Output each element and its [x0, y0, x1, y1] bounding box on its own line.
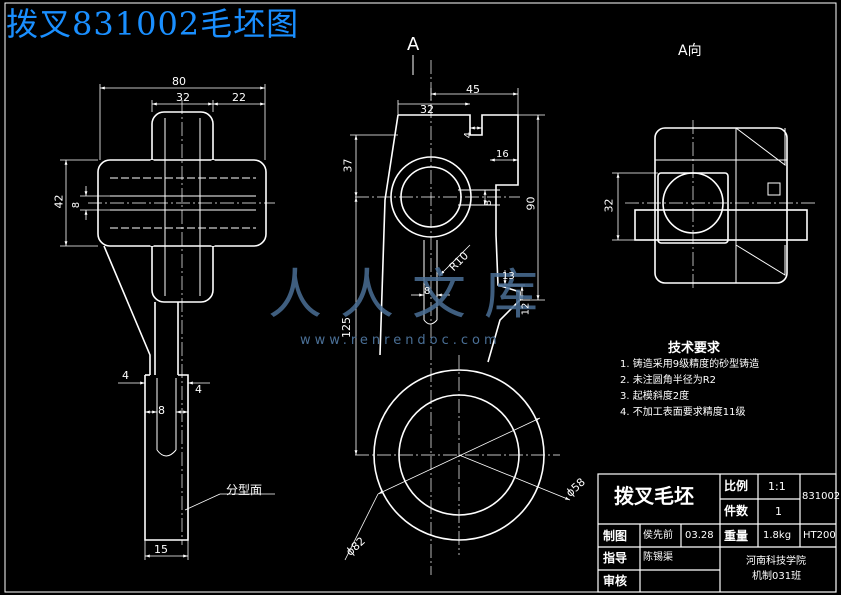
- section-marker-label: A: [407, 34, 420, 55]
- title-block: [597, 473, 837, 593]
- left-view: [97, 111, 267, 541]
- dim-4-mid: 4: [463, 131, 475, 139]
- right-centerlines: [625, 120, 815, 290]
- tb-weight: 1.8kg: [763, 530, 792, 541]
- dim-32-mid: 32: [420, 103, 434, 116]
- left-centerlines: [88, 100, 275, 545]
- dim-37: 37: [341, 158, 355, 173]
- tech-req-item-1: 1. 铸造采用9级精度的砂型铸造: [620, 359, 760, 370]
- dim-12: 12: [520, 302, 532, 316]
- dim-45: 45: [466, 83, 480, 96]
- tech-req-item-3: 3. 起模斜度2度: [620, 391, 690, 402]
- right-view: [634, 127, 808, 284]
- tb-guide: 陈锡渠: [643, 552, 673, 563]
- dim-80: 80: [172, 75, 186, 88]
- tb-draw-label: 制图: [603, 529, 628, 543]
- tb-drawer: 侯先前: [643, 530, 673, 541]
- sheet-border: [4, 2, 837, 593]
- dim-15: 15: [154, 543, 168, 556]
- dim-8-web: 8: [424, 286, 431, 297]
- right-dims: [612, 172, 658, 241]
- tb-scale-value: 1:1: [768, 480, 786, 493]
- tb-material: HT200: [803, 530, 836, 541]
- dim-32-right: 32: [602, 198, 616, 213]
- tech-req-title: 技术要求: [668, 341, 721, 356]
- aux-view-label: A向: [678, 43, 702, 59]
- watermark-url: www.renrendoc.com: [300, 333, 501, 348]
- tb-part-name: 拨叉毛坯: [614, 484, 694, 508]
- left-boss: [151, 111, 214, 303]
- dim-8-mid: 8: [483, 199, 495, 207]
- tb-drawing-no: 831002: [802, 491, 841, 502]
- watermark-logo: 人人文库: [268, 263, 556, 326]
- tb-school: 河南科技学院: [746, 556, 806, 567]
- right-outer: [654, 127, 788, 284]
- dim-125: 125: [340, 317, 353, 338]
- tech-req-item-2: 2. 未注圆角半径为R2: [620, 375, 717, 386]
- dim-16: 16: [496, 149, 509, 160]
- dim-42: 42: [52, 194, 66, 209]
- tb-check-label: 审核: [603, 574, 628, 588]
- tb-guide-label: 指导: [603, 551, 628, 565]
- dim-90: 90: [524, 196, 538, 211]
- dim-4-b: 4: [195, 383, 202, 396]
- right-lugs: [634, 209, 808, 241]
- dim-32-top: 32: [176, 91, 190, 104]
- middle-arm-left: [379, 114, 399, 356]
- tech-req-item-4: 4. 不加工表面要求精度11级: [620, 407, 746, 418]
- dim-13: 13: [502, 271, 515, 282]
- middle-dims: [344, 88, 571, 561]
- dim-4-a: 4: [122, 369, 129, 382]
- tb-weight-label: 重量: [724, 529, 749, 543]
- tb-scale-label: 比例: [724, 479, 749, 493]
- middle-arm-right: [398, 114, 521, 363]
- dim-8-slot: 8: [158, 404, 165, 417]
- parting-surface-label: 分型面: [226, 483, 263, 497]
- dim-8-left: 8: [71, 201, 83, 209]
- tb-qty-value: 1: [775, 505, 782, 518]
- tb-qty-label: 件数: [724, 504, 749, 518]
- dim-22: 22: [232, 91, 246, 104]
- drawing-title: 拨叉831002毛坯图: [6, 5, 300, 43]
- left-dims: [60, 84, 275, 560]
- tb-date: 03.28: [685, 530, 714, 541]
- tb-class: 机制031班: [752, 571, 802, 582]
